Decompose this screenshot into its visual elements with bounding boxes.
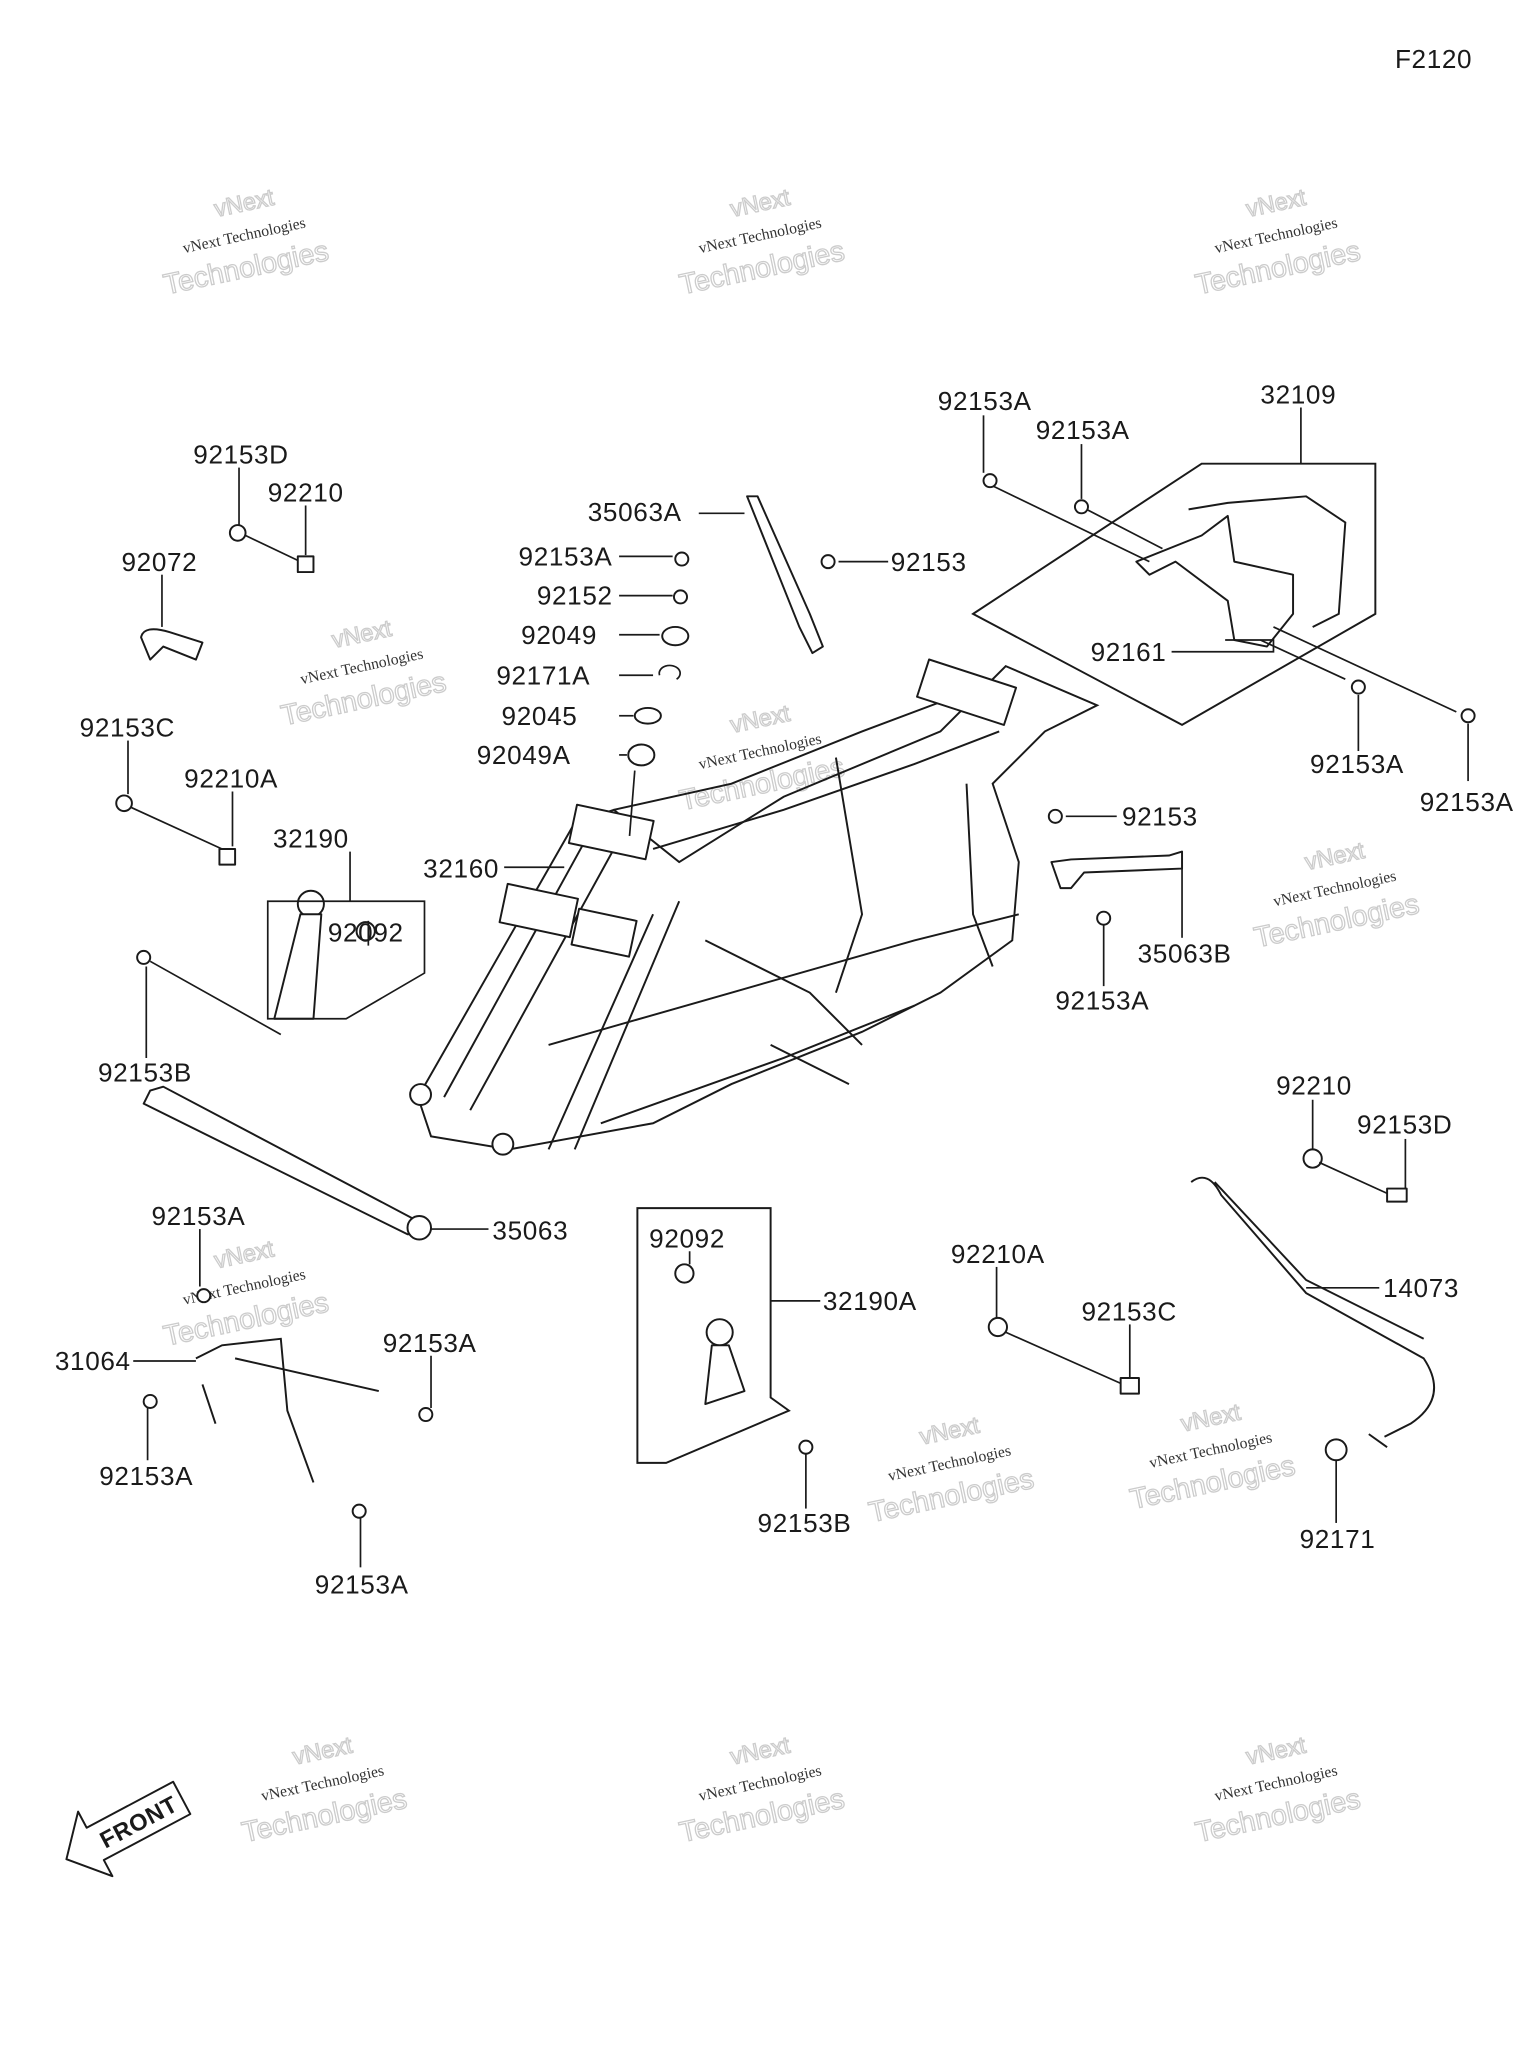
fasteners xyxy=(115,473,1476,1519)
part-label[interactable]: 92153D xyxy=(193,440,288,470)
part-label[interactable]: 92152 xyxy=(537,581,613,611)
part-label[interactable]: 92153A xyxy=(315,1569,409,1599)
part-label[interactable]: 92153A xyxy=(1036,415,1130,445)
leader-lines xyxy=(127,407,1469,1568)
svg-text:vNext: vNext xyxy=(917,1412,982,1450)
part-label[interactable]: 35063A xyxy=(588,497,682,527)
svg-text:vNext: vNext xyxy=(1178,1399,1243,1437)
svg-text:vNext: vNext xyxy=(212,184,277,222)
part-label[interactable]: 92153A xyxy=(383,1328,477,1358)
part-label[interactable]: 92153B xyxy=(758,1508,852,1538)
svg-text:vNext: vNext xyxy=(329,615,394,653)
part-label[interactable]: 92210A xyxy=(184,764,278,794)
part-label[interactable]: 92210 xyxy=(268,478,344,508)
part-label[interactable]: 92171A xyxy=(496,660,590,690)
part-label[interactable]: 32190 xyxy=(273,824,349,854)
part-label[interactable]: 92049 xyxy=(521,620,597,650)
part-label[interactable]: 92153 xyxy=(891,547,967,577)
part-label[interactable]: 32190A xyxy=(823,1286,917,1316)
svg-text:vNext: vNext xyxy=(1244,184,1309,222)
svg-text:vNext: vNext xyxy=(728,700,793,738)
part-label[interactable]: 92171 xyxy=(1300,1524,1376,1554)
part-label[interactable]: 92153 xyxy=(1122,801,1198,831)
part-label[interactable]: 92153B xyxy=(98,1057,192,1087)
part-labels: 92153D 92210 92072 92153C 92210A 32190 9… xyxy=(55,380,1514,1600)
svg-text:vNext: vNext xyxy=(290,1732,355,1770)
svg-text:vNext: vNext xyxy=(1303,837,1368,875)
part-label[interactable]: 92092 xyxy=(649,1223,725,1253)
part-label[interactable]: 92153A xyxy=(1310,749,1404,779)
part-label[interactable]: 92153C xyxy=(1081,1296,1176,1326)
part-label[interactable]: 92153C xyxy=(80,713,175,743)
part-label[interactable]: 35063B xyxy=(1138,939,1232,969)
part-label[interactable]: 92049A xyxy=(477,740,571,770)
part-label[interactable]: 92153A xyxy=(938,386,1032,416)
part-label[interactable]: 92153A xyxy=(1420,787,1514,817)
svg-text:vNext: vNext xyxy=(212,1235,277,1273)
main-frame-drawing xyxy=(409,658,1100,1156)
part-label[interactable]: 92161 xyxy=(1091,637,1167,667)
part-label[interactable]: 92210A xyxy=(951,1239,1045,1269)
diagram-code: F2120 xyxy=(1395,44,1472,74)
part-label[interactable]: 14073 xyxy=(1383,1273,1459,1303)
part-label[interactable]: 92153A xyxy=(1055,986,1149,1016)
part-label[interactable]: 32160 xyxy=(423,854,499,884)
part-label[interactable]: 92153D xyxy=(1357,1110,1452,1140)
svg-text:vNext: vNext xyxy=(728,1732,793,1770)
part-label[interactable]: 32109 xyxy=(1260,380,1336,410)
part-label[interactable]: 92210 xyxy=(1276,1071,1352,1101)
front-arrow-icon: FRONT xyxy=(65,1780,192,1878)
part-label[interactable]: 92153A xyxy=(152,1201,246,1231)
rear-rack-drawing xyxy=(971,462,1457,727)
part-label[interactable]: 35063 xyxy=(492,1216,568,1246)
part-label[interactable]: 31064 xyxy=(55,1346,131,1376)
svg-text:vNext: vNext xyxy=(1244,1732,1309,1770)
part-label[interactable]: 92045 xyxy=(502,701,578,731)
svg-text:vNext: vNext xyxy=(728,184,793,222)
part-label[interactable]: 92153A xyxy=(99,1461,193,1491)
part-label[interactable]: 92153A xyxy=(519,542,613,572)
part-label[interactable]: 92072 xyxy=(121,547,197,577)
part-label[interactable]: 92092 xyxy=(328,918,404,948)
